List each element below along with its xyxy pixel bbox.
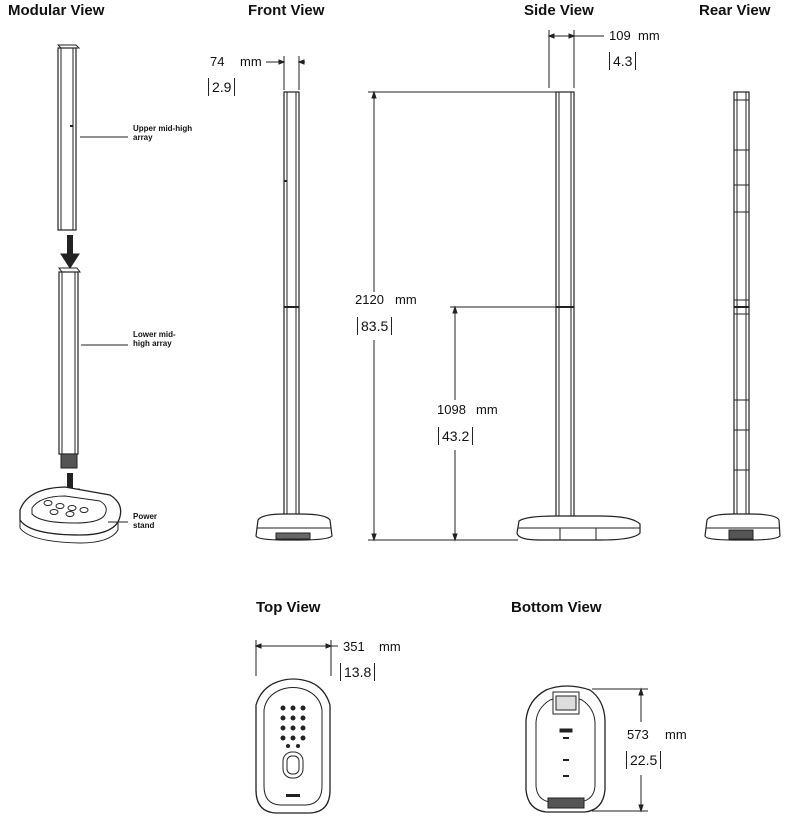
power-stand-drawing bbox=[19, 486, 122, 544]
side-depth-inches: 4.3 bbox=[609, 52, 637, 70]
lower-height-inches: 43.2 bbox=[438, 427, 474, 445]
lower-array-drawing bbox=[58, 267, 81, 469]
front-width-unit: mm bbox=[240, 54, 262, 69]
overall-height-inches: 83.5 bbox=[357, 317, 393, 335]
dimension-lower-height bbox=[450, 305, 556, 542]
overall-height-value: 2120 bbox=[355, 292, 384, 307]
overall-height-unit: mm bbox=[395, 292, 417, 307]
bottom-view-drawing bbox=[525, 685, 606, 813]
assembly-arrow-upper bbox=[60, 235, 80, 269]
rear-view-drawing bbox=[704, 91, 781, 541]
side-depth-unit: mm bbox=[638, 28, 660, 43]
dimension-side-depth bbox=[547, 30, 604, 88]
base-depth-unit: mm bbox=[665, 727, 687, 742]
base-depth-inches: 22.5 bbox=[626, 751, 662, 769]
rear-view-title: Rear View bbox=[699, 2, 771, 19]
modular-view-title: Modular View bbox=[8, 2, 105, 19]
top-view-drawing bbox=[255, 678, 331, 814]
callout-upper-array: Upper mid-high array bbox=[133, 124, 192, 142]
upper-array-drawing bbox=[56, 44, 81, 231]
callout-power-stand: Power stand bbox=[133, 512, 157, 530]
callout-stand-line2: stand bbox=[133, 521, 155, 530]
bottom-view-title: Bottom View bbox=[511, 599, 602, 616]
callout-upper-line1: Upper mid-high bbox=[133, 124, 193, 133]
dimension-base-depth bbox=[592, 687, 648, 813]
side-view-title: Side View bbox=[524, 2, 594, 19]
base-width-unit: mm bbox=[379, 639, 401, 654]
front-width-value: 74 bbox=[210, 54, 225, 69]
top-view-title: Top View bbox=[256, 599, 321, 616]
lower-height-unit: mm bbox=[476, 402, 498, 417]
side-view-drawing bbox=[516, 91, 641, 541]
base-width-value: 351 bbox=[343, 639, 365, 654]
dimension-base-width bbox=[254, 640, 338, 676]
dimension-front-width bbox=[266, 56, 305, 90]
base-depth-value: 573 bbox=[627, 727, 649, 742]
callout-upper-line2: array bbox=[133, 133, 153, 142]
dimension-overall-height bbox=[368, 90, 556, 542]
callout-lower-array: Lower mid- high array bbox=[133, 330, 176, 348]
callout-lower-line1: Lower mid- bbox=[133, 330, 176, 339]
callout-stand-line1: Power bbox=[133, 512, 158, 521]
side-depth-value: 109 bbox=[609, 28, 631, 43]
front-view-title: Front View bbox=[248, 2, 325, 19]
base-width-inches: 13.8 bbox=[340, 663, 376, 681]
front-width-inches: 2.9 bbox=[208, 78, 236, 96]
modular-exploded-diagram bbox=[19, 44, 128, 544]
callout-lower-line2: high array bbox=[133, 339, 172, 348]
front-view-drawing bbox=[255, 91, 333, 541]
lower-height-value: 1098 bbox=[437, 402, 466, 417]
